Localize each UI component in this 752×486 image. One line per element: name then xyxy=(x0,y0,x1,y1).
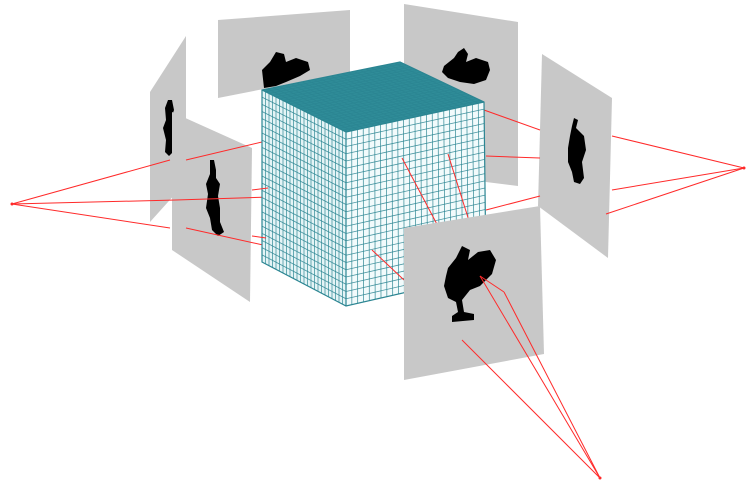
screen-left-front xyxy=(172,112,252,302)
camera-center-point-icon xyxy=(599,477,602,480)
ray xyxy=(504,292,600,478)
ray xyxy=(612,168,744,190)
screen-panel xyxy=(404,206,544,380)
ray xyxy=(462,340,600,478)
camera-center-point-icon xyxy=(743,167,746,170)
ray xyxy=(606,168,744,214)
screen-right xyxy=(538,54,612,258)
ray xyxy=(12,160,170,204)
screen-front xyxy=(404,206,544,380)
camera-center-point-icon xyxy=(11,203,14,206)
ray xyxy=(12,204,170,228)
ray xyxy=(612,136,744,168)
